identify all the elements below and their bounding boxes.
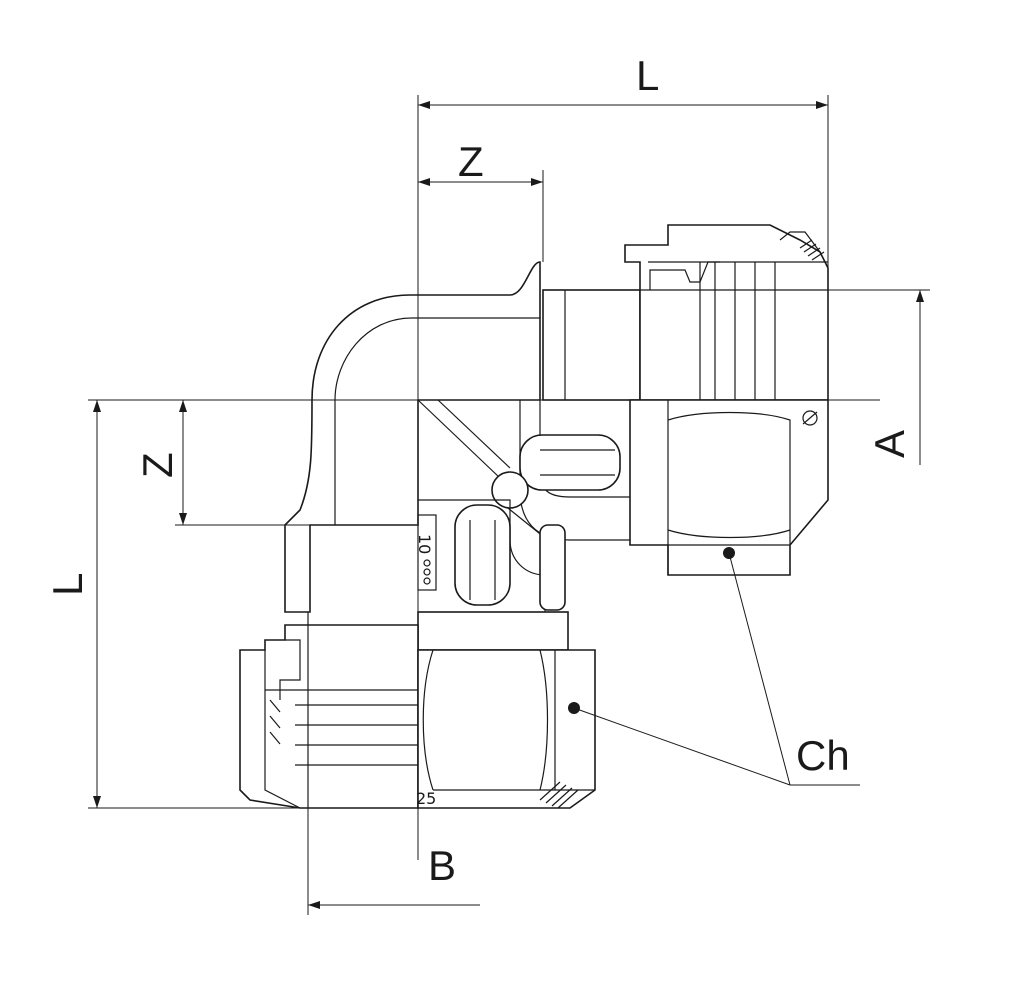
label-b: B bbox=[428, 842, 456, 889]
bottom-cap-left bbox=[239, 624, 419, 809]
label-top-z: Z bbox=[458, 138, 484, 185]
label-left-l: L bbox=[44, 573, 91, 596]
dimension-labels: L Z L Z A B Ch bbox=[44, 52, 913, 889]
construction-lines bbox=[88, 95, 930, 915]
bottom-ratchet-teeth bbox=[269, 699, 281, 745]
ch-leader-right bbox=[728, 552, 791, 786]
label-left-z: Z bbox=[134, 452, 181, 478]
fitting-body: 10 25 bbox=[239, 224, 829, 809]
vertical-marking: 10 bbox=[415, 534, 434, 554]
bottom-cap-right bbox=[417, 649, 596, 809]
right-cap-upper bbox=[624, 224, 829, 401]
bottom-body-section bbox=[417, 611, 569, 651]
bottom-marking: 25 bbox=[416, 789, 436, 808]
right-body-section bbox=[542, 289, 641, 401]
elbow-outer-shell bbox=[284, 261, 541, 613]
dimension-lines bbox=[93, 101, 924, 909]
ch-leader-bottom bbox=[573, 707, 791, 786]
label-ch: Ch bbox=[796, 732, 850, 779]
elbow-inner-curve bbox=[334, 317, 540, 525]
right-cap-lower bbox=[629, 399, 829, 576]
right-ratchet-teeth bbox=[799, 239, 825, 261]
label-top-l: L bbox=[636, 52, 659, 99]
label-a: A bbox=[866, 430, 913, 458]
